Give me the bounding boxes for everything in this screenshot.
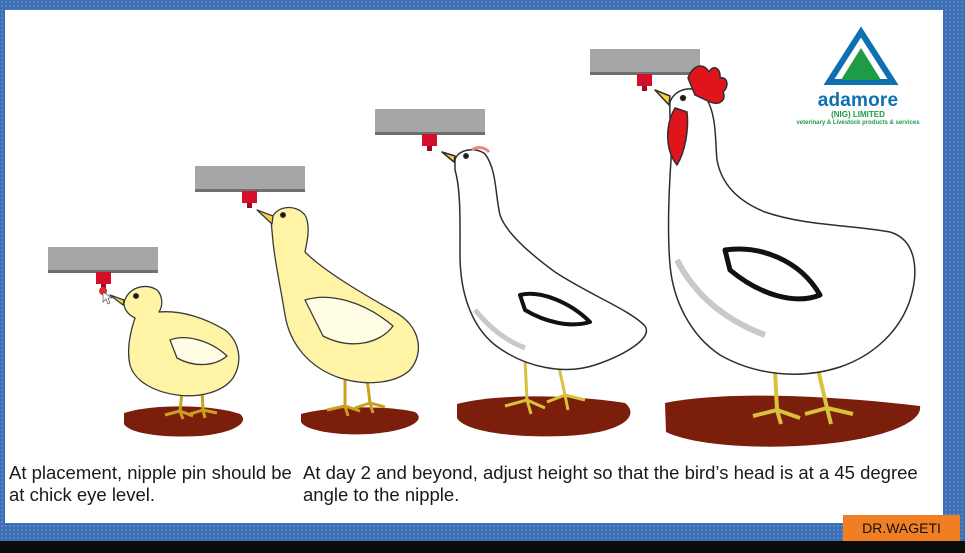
ground-patch-hen	[665, 395, 921, 447]
credit-badge: DR.WAGETI	[843, 515, 960, 541]
young-chick-illustration	[256, 206, 419, 417]
nipple	[422, 134, 437, 146]
hen-illustration	[654, 65, 916, 425]
nipple	[637, 74, 652, 86]
ground-patches	[124, 395, 921, 447]
bottom-bar	[0, 541, 965, 553]
growth-stages-diagram	[48, 26, 921, 447]
drinker-bar	[195, 166, 305, 191]
drinker-2	[195, 166, 305, 208]
drinker-1	[48, 247, 158, 289]
drinker-bar	[375, 109, 485, 134]
ground-patch-young-chick	[301, 407, 419, 435]
drinker-bar	[590, 49, 700, 74]
slide: At placement, nipple pin should be at ch…	[5, 10, 943, 523]
caption-day2: At day 2 and beyond, adjust height so th…	[303, 462, 918, 505]
adamore-logo-icon	[823, 26, 899, 85]
drinker-3	[375, 109, 485, 151]
pullet-illustration	[441, 146, 648, 415]
ground-patch-chick	[124, 406, 244, 437]
drinker-4	[590, 49, 700, 91]
chick-illustration	[109, 285, 240, 420]
logo-tagline: veterinary & Livestock products & servic…	[796, 120, 920, 126]
nipple	[242, 191, 257, 203]
nipple	[96, 272, 111, 284]
ground-patch-pullet	[457, 396, 631, 437]
logo-name: adamore	[817, 90, 899, 111]
caption-placement: At placement, nipple pin should be at ch…	[9, 462, 292, 505]
drinker-bar	[48, 247, 158, 272]
logo-company: (NIG) LIMITED	[831, 110, 885, 119]
cursor-icon	[99, 287, 113, 305]
